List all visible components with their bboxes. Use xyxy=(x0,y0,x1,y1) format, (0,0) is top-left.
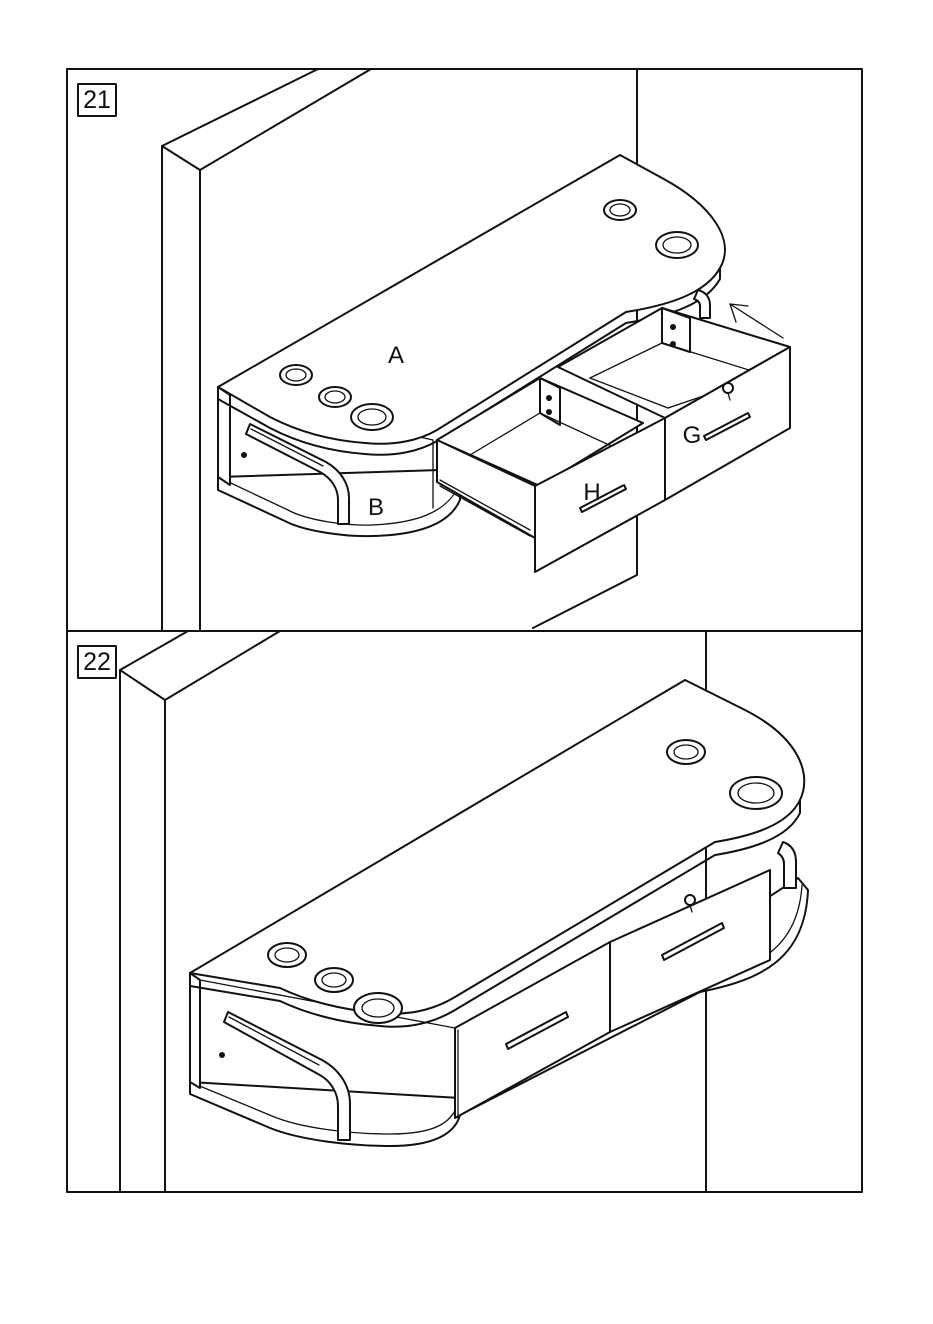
part-label-h: H xyxy=(583,479,600,506)
grommet-hole-icon xyxy=(354,993,402,1023)
part-label-a: A xyxy=(388,342,404,369)
part-label-b: B xyxy=(368,494,384,521)
grommet-hole-icon xyxy=(351,404,393,430)
support-post xyxy=(778,842,796,888)
step-22-panel: 22 xyxy=(67,631,862,1192)
step-number: 22 xyxy=(83,648,111,676)
cam-lock-hole xyxy=(241,452,247,458)
part-label-g: G xyxy=(683,422,702,449)
grommet-hole-icon xyxy=(667,740,705,764)
grommet-hole-icon xyxy=(268,943,306,967)
cam-lock-hole xyxy=(219,1052,225,1058)
grommet-hole-icon xyxy=(604,200,636,220)
grommet-hole-icon xyxy=(730,777,782,809)
grommet-hole-icon xyxy=(656,232,698,258)
step-number: 21 xyxy=(83,86,111,114)
grommet-hole-icon xyxy=(315,968,353,992)
step-21-panel: 21 A B G H xyxy=(67,69,862,631)
grommet-hole-icon xyxy=(280,365,312,385)
grommet-hole-icon xyxy=(319,387,351,407)
